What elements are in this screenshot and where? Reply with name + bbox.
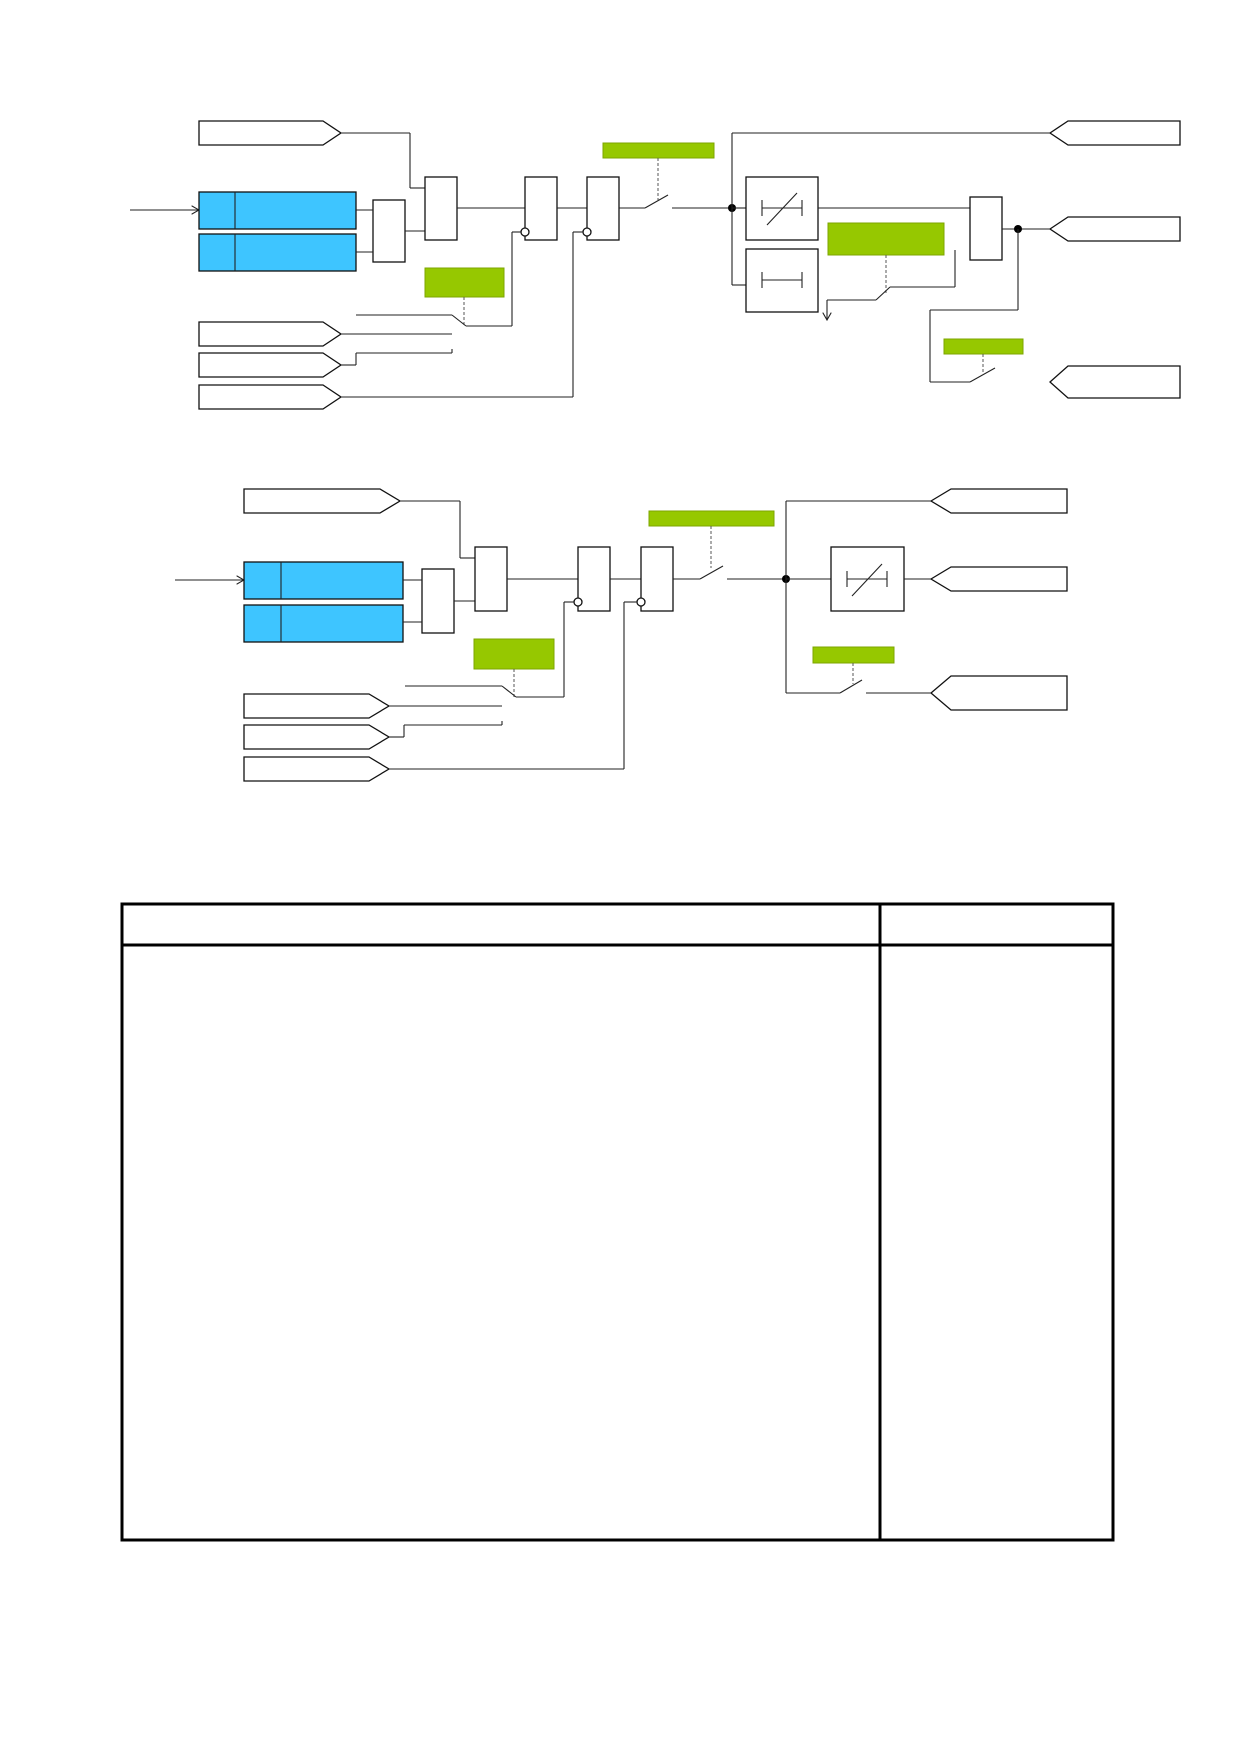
parameter-table	[120, 902, 1115, 1542]
input-connector-2	[243, 724, 391, 750]
timer-block-on-delay	[745, 176, 819, 241]
config-block-right	[943, 338, 1024, 355]
input-connector-3	[198, 384, 343, 410]
config-block-left	[473, 638, 555, 670]
lower-diagram	[175, 488, 1068, 782]
function-block-1	[198, 191, 357, 230]
logic-block-and	[474, 546, 508, 612]
function-block-1	[243, 561, 404, 600]
config-block-left	[424, 267, 505, 298]
config-block-top	[648, 510, 775, 527]
input-connector-1	[243, 693, 391, 719]
input-connector-1	[198, 321, 343, 347]
logic-block-combine	[372, 199, 406, 263]
input-connector-top	[198, 120, 343, 146]
input-connector-3	[243, 756, 391, 782]
config-block-top	[602, 142, 715, 159]
output-connector-3	[929, 675, 1068, 711]
input-connector-2	[198, 352, 343, 378]
output-connector-2	[1048, 216, 1181, 242]
input-connector-top	[243, 488, 402, 514]
function-block-2	[198, 233, 357, 272]
logic-block-gate-2	[586, 176, 620, 241]
logic-block-combine	[421, 568, 455, 634]
config-block-mid	[827, 222, 945, 256]
output-connector-3	[1049, 365, 1181, 399]
output-connector-1	[929, 488, 1068, 514]
logic-block-or	[969, 196, 1003, 261]
upper-diagram	[130, 120, 1181, 410]
output-connector-2	[929, 566, 1068, 592]
logic-block-gate-2	[640, 546, 674, 612]
timer-block-pulse	[745, 248, 819, 313]
function-block-2	[243, 604, 404, 643]
config-block-right	[812, 646, 895, 664]
output-connector-1	[1048, 120, 1181, 146]
logic-block-and	[424, 176, 458, 241]
logic-block-gate-1	[524, 176, 558, 241]
logic-block-gate-1	[577, 546, 611, 612]
